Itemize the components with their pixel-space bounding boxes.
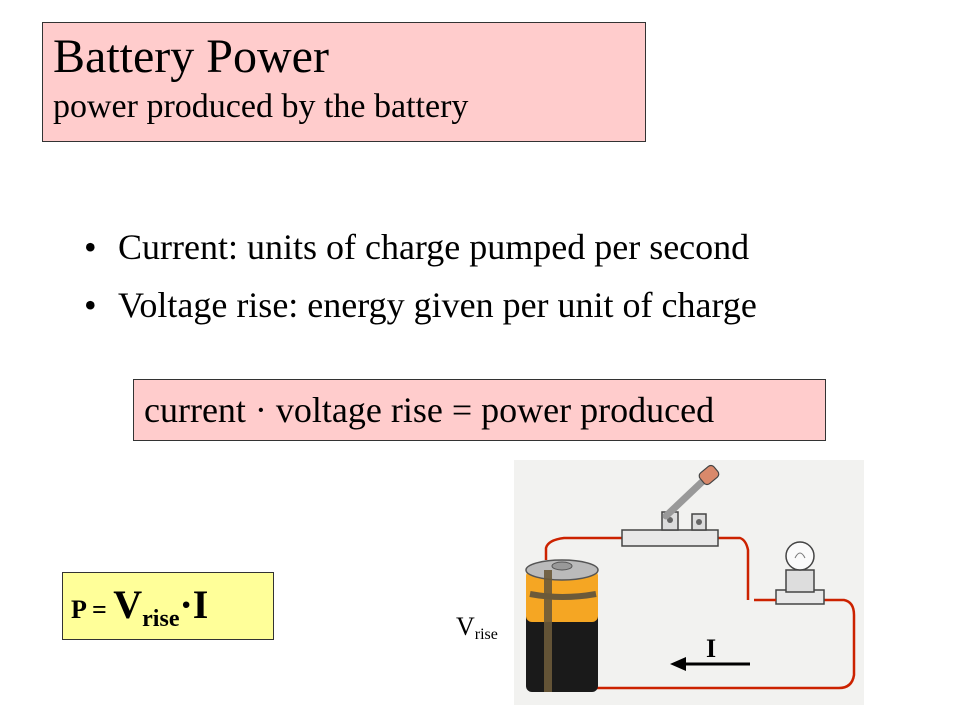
slide-title: Battery Power [53, 30, 329, 83]
current-label: I [706, 634, 717, 663]
voltage-label-v: V [456, 612, 475, 641]
bullet-list: • Current: units of charge pumped per sec… [84, 218, 757, 334]
equation-p: P = [71, 595, 114, 624]
equation-sub: rise [142, 606, 180, 632]
circuit-illustration [514, 460, 864, 705]
battery-icon [525, 559, 599, 692]
wire [544, 536, 626, 560]
bullet-text: Voltage rise: energy given per unit of c… [118, 285, 757, 325]
formula-box: current · voltage rise = power produced [133, 379, 826, 441]
bullet-icon: • [84, 285, 97, 325]
power-equation: P = Vrise·I [62, 572, 274, 640]
equation-i: ·I [179, 582, 209, 627]
current-arrow-icon [670, 657, 750, 671]
wire [596, 598, 856, 690]
wire [714, 536, 750, 560]
voltage-label: Vrise [456, 612, 498, 644]
title-box: Battery Power power produced by the batt… [42, 22, 646, 142]
bullet-icon: • [84, 227, 97, 267]
bullet-text: Current: units of charge pumped per seco… [118, 227, 750, 267]
switch-icon [621, 464, 720, 547]
equation-v: V [113, 582, 143, 627]
light-bulb-icon [746, 541, 825, 605]
slide-subtitle: power produced by the battery [53, 88, 469, 125]
bullet-item: • Voltage rise: energy given per unit of … [84, 276, 757, 334]
bullet-item: • Current: units of charge pumped per sec… [84, 218, 757, 276]
voltage-label-sub: rise [474, 626, 498, 643]
